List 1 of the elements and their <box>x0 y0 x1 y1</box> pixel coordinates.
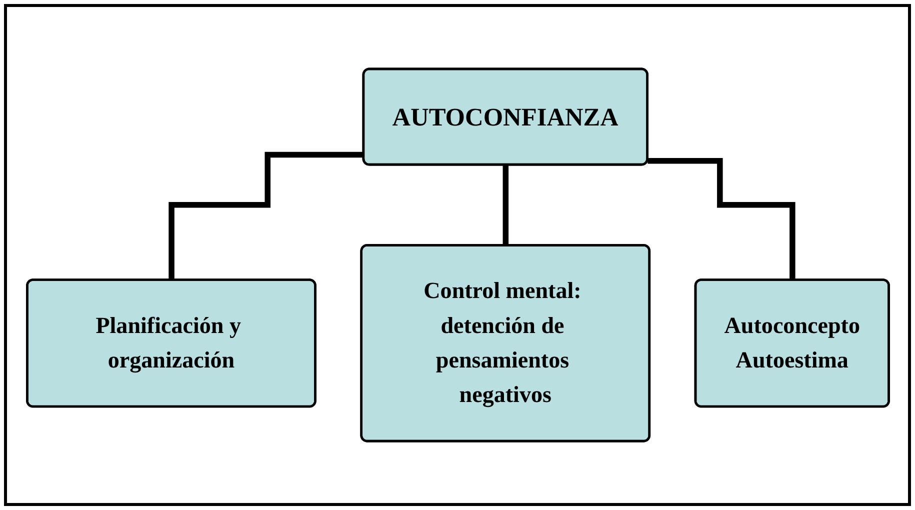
frame-border: AUTOCONFIANZA Planificación y organización Control mental: detención de pensamientos negativos Autoconcepto Autoestima <box>4 4 911 506</box>
